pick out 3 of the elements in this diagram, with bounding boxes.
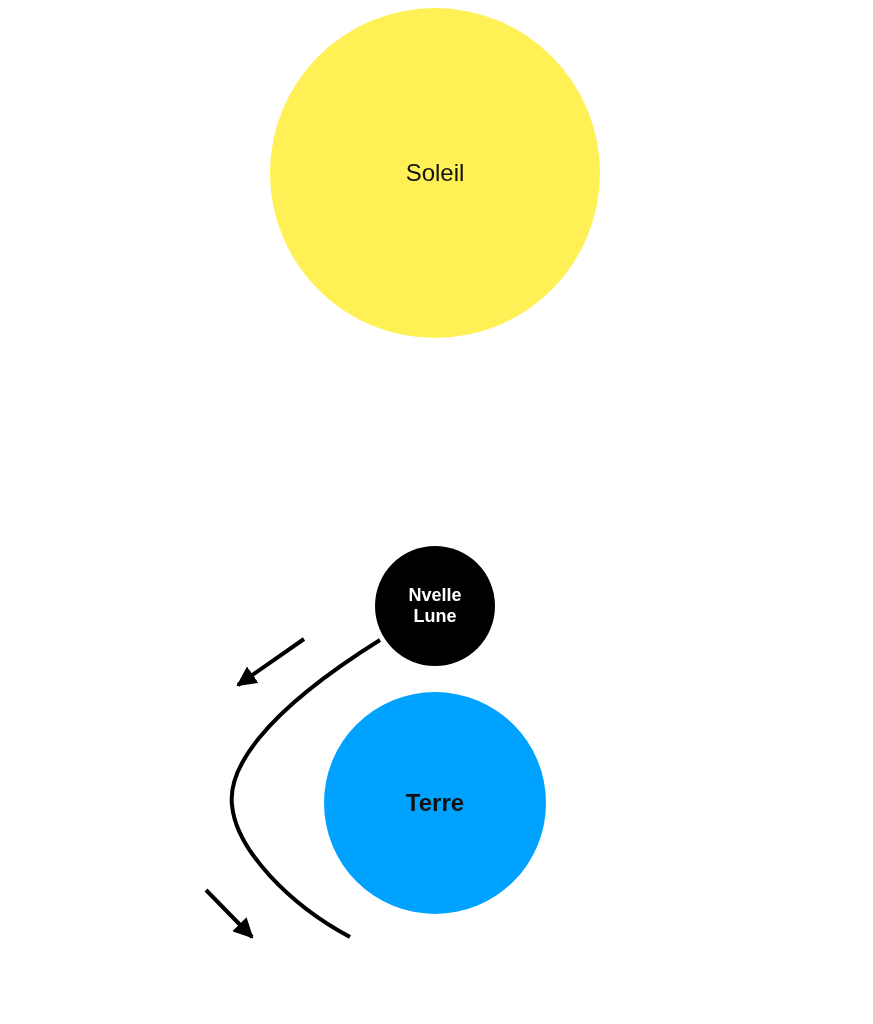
- node-label: Soleil: [405, 159, 465, 187]
- node-label: Terre: [405, 789, 465, 817]
- node-label: Nvelle Lune: [407, 585, 463, 627]
